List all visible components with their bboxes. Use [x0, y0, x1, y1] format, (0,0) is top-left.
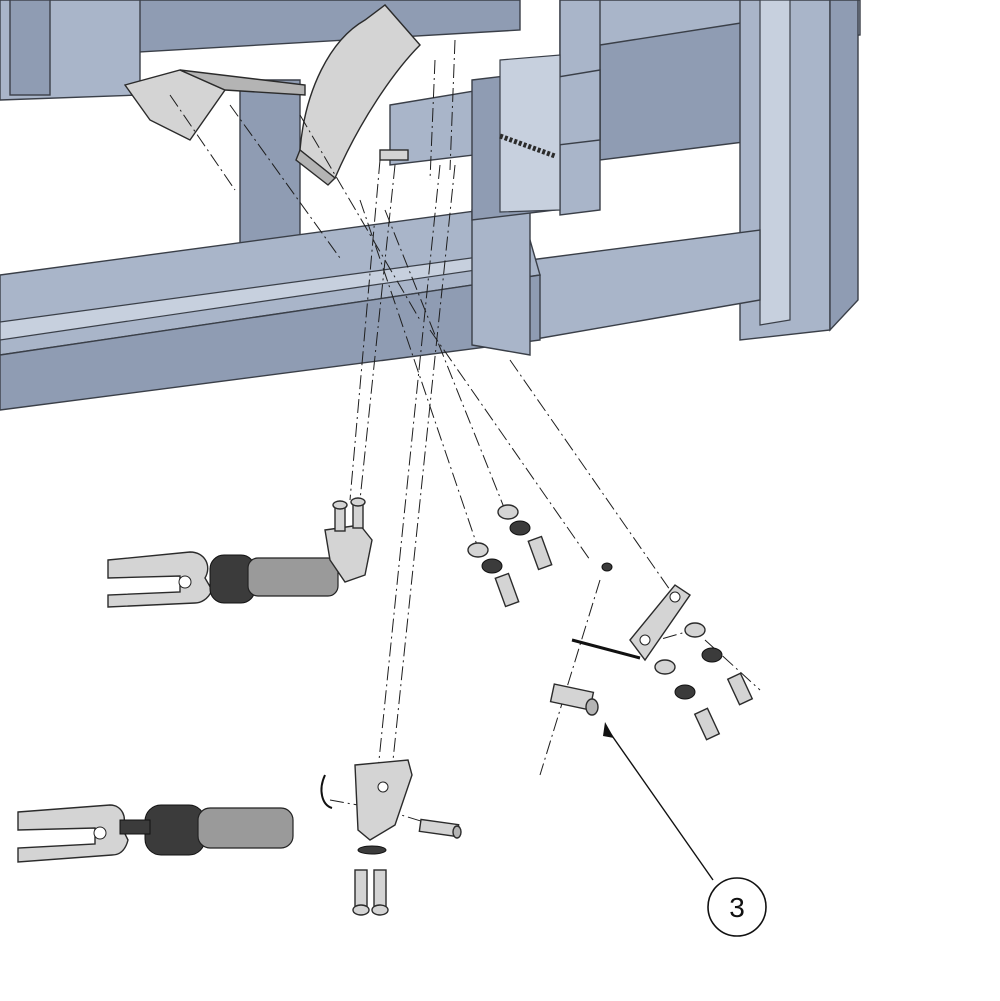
callout-3: 3: [603, 722, 767, 937]
bolt-washer-nut-set: [467, 504, 553, 608]
assembly-lead-lines: [169, 39, 761, 831]
upper-cylinder-assembly: [107, 497, 373, 608]
callout-number: 3: [729, 892, 745, 923]
machine-frame: [0, 0, 861, 411]
callout-circle: [707, 877, 767, 937]
right-bracket-assembly: [549, 562, 754, 741]
part-3-spacer: [549, 683, 599, 716]
lower-cylinder-assembly: [17, 759, 462, 916]
